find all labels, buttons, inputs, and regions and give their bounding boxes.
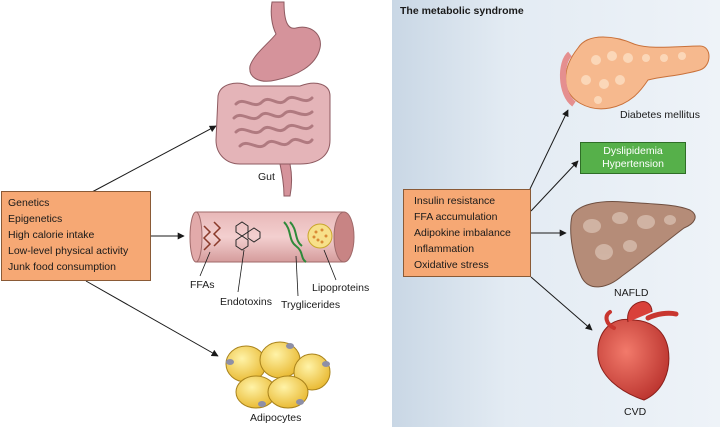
endotoxin-molecules [235, 221, 261, 251]
arrow-to-dyslipidemia [530, 160, 579, 212]
mechanism-item: Oxidative stress [414, 259, 489, 271]
arrow-to-gut [91, 125, 217, 193]
cvd-label: CVD [624, 406, 647, 418]
mechanism-item: FFA accumulation [414, 211, 498, 223]
arrow-to-diabetes [529, 109, 569, 190]
diabetes-label: Diabetes mellitus [620, 109, 700, 121]
ffa-chains [202, 221, 222, 251]
lipoproteins-label: Lipoproteins [312, 282, 370, 294]
causes-box: Genetics Epigenetics High calorie intake… [1, 191, 151, 281]
cause-item: Junk food consumption [8, 261, 116, 273]
cause-item: Low-level physical activity [8, 245, 129, 257]
vessel-leader-lines [199, 249, 337, 297]
cause-item: High calorie intake [8, 229, 95, 241]
tryglicerides-label: Tryglicerides [281, 299, 341, 311]
outcome-arrows [529, 109, 593, 331]
heart-illustration [597, 301, 679, 401]
ffas-label: FFAs [190, 279, 215, 291]
gut-label: Gut [258, 171, 275, 183]
endotoxins-label: Endotoxins [220, 296, 272, 308]
mechanism-item: Inflammation [414, 243, 475, 255]
arrow-to-adipocytes [85, 280, 219, 357]
cause-item: Epigenetics [8, 213, 63, 225]
outcome-item: Dyslipidemia [603, 145, 663, 157]
cause-item: Genetics [8, 197, 50, 209]
outcome-item: Hypertension [602, 158, 664, 170]
mechanism-item: Insulin resistance [414, 195, 496, 207]
arrow-to-cvd [530, 276, 593, 331]
cause-arrows [85, 125, 219, 357]
blood-vessel-illustration [189, 211, 355, 297]
pancreas-illustration [560, 36, 710, 110]
gut-illustration [215, 1, 331, 197]
nafld-label: NAFLD [614, 287, 649, 299]
mechanism-item: Adipokine imbalance [414, 227, 511, 239]
adipocytes-illustration [225, 341, 331, 409]
tryglyceride-chain [283, 221, 307, 263]
panel-title: The metabolic syndrome [400, 5, 524, 17]
liver-illustration [570, 201, 696, 288]
mechanisms-box: Insulin resistance FFA accumulation Adip… [403, 189, 531, 277]
lipoprotein [307, 223, 333, 249]
adipocytes-label: Adipocytes [250, 412, 302, 424]
dyslipidemia-hypertension-box: Dyslipidemia Hypertension [580, 142, 686, 174]
